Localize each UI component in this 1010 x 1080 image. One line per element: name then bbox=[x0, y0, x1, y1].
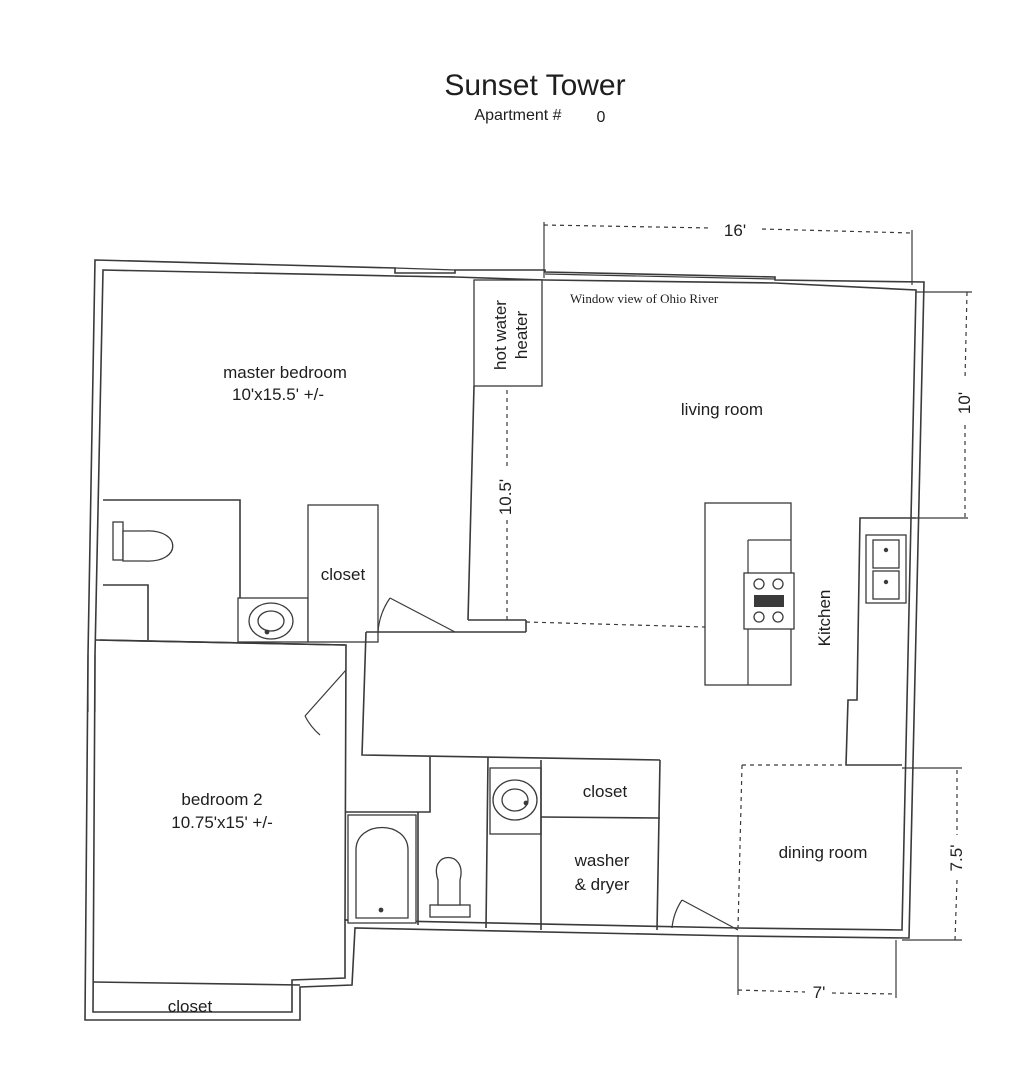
hall-closet-label: closet bbox=[583, 782, 628, 801]
living-room-boundary bbox=[525, 621, 706, 628]
hallway-walls bbox=[361, 631, 661, 761]
dimension-top-width bbox=[543, 222, 913, 285]
bedroom-2-walls bbox=[94, 639, 347, 921]
bedroom-2-closet-label: closet bbox=[168, 997, 213, 1016]
dimension-right-height bbox=[916, 291, 972, 519]
dimension-dining-width bbox=[737, 935, 897, 998]
apartment-number: 0 bbox=[597, 109, 606, 126]
window-master-bedroom bbox=[394, 267, 456, 278]
washer-dryer-label-2: & dryer bbox=[575, 875, 630, 894]
apartment-label: Apartment # bbox=[474, 107, 561, 124]
utility-block bbox=[540, 759, 661, 931]
dimension-dining-height-label: 7.5' bbox=[947, 845, 966, 872]
washer-dryer-label-1: washer bbox=[574, 851, 630, 870]
window-view-note: Window view of Ohio River bbox=[570, 291, 719, 306]
bedroom-2-size: 10.75'x15' +/- bbox=[171, 813, 272, 832]
dimension-dining-height bbox=[902, 767, 962, 941]
master-bedroom-name: master bedroom bbox=[223, 363, 347, 382]
master-sink-icon bbox=[248, 602, 294, 640]
hot-water-label-1: hot water bbox=[491, 300, 510, 370]
dimension-dining-width-label: 7' bbox=[813, 983, 826, 1002]
window-bedroom-2 bbox=[87, 655, 96, 712]
master-bedroom-size: 10'x15.5' +/- bbox=[232, 385, 324, 404]
bathtub-icon bbox=[347, 814, 417, 924]
hot-water-heater bbox=[473, 279, 543, 387]
hot-water-label-2: heater bbox=[512, 311, 531, 360]
kitchen-label: Kitchen bbox=[815, 590, 834, 647]
dining-room-label: dining room bbox=[779, 843, 868, 862]
entry-door-icon bbox=[671, 899, 739, 931]
dimension-top-width-label: 16' bbox=[724, 221, 746, 240]
master-toilet-icon bbox=[112, 521, 174, 562]
stove-icon bbox=[743, 572, 795, 630]
bedroom-2-door-icon bbox=[304, 669, 347, 736]
window-living-room bbox=[544, 273, 776, 280]
master-closet bbox=[307, 504, 379, 643]
bedroom-2-closet-wall bbox=[92, 981, 301, 986]
dimension-living-depth-label: 10.5' bbox=[496, 479, 515, 515]
kitchen-counter bbox=[845, 517, 916, 766]
living-room-label: living room bbox=[681, 400, 763, 419]
dimension-right-height-label: 10' bbox=[955, 392, 974, 414]
dining-room-boundary bbox=[737, 764, 846, 929]
hall-toilet-icon bbox=[429, 857, 471, 918]
master-bedroom-door-icon bbox=[377, 597, 456, 633]
master-closet-label: closet bbox=[321, 565, 366, 584]
bedroom-2-name: bedroom 2 bbox=[181, 790, 262, 809]
plan-title: Sunset Tower bbox=[444, 69, 625, 102]
hall-sink-icon bbox=[492, 779, 538, 821]
